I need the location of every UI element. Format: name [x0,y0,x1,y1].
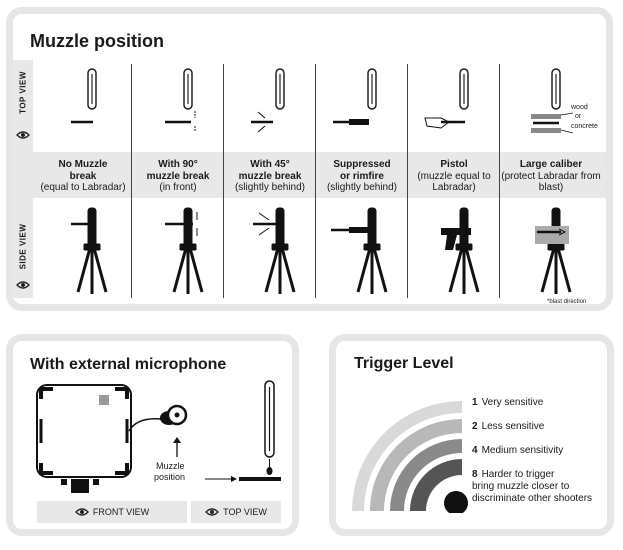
column-divider [131,64,132,298]
or-label: or [575,113,582,120]
wood-label: wood [571,104,588,111]
side-view-drawings [71,207,572,294]
muzzle-position-panel: Muzzle position TOP VIEW SIDE VIEW No Mu… [6,7,613,311]
column-caption-90-break: With 90°muzzle break(in front) [146,159,210,193]
column-caption-45-break: With 45°muzzle break(slightly behind) [234,159,306,193]
column-caption-pistol: Pistol(muzzle equal to Labradar) [417,159,491,193]
tripod-icon [76,207,572,294]
top-view-drawings [71,68,574,134]
caption-band [33,152,606,198]
top-view-tab: TOP VIEW [13,60,33,152]
side-view-tab: SIDE VIEW [13,152,33,298]
blast-note: *blast direction [547,299,587,305]
front-view-button[interactable]: FRONT VIEW [37,501,187,523]
trigger-level-title: Trigger Level [354,355,454,372]
column-divider [223,64,224,298]
column-divider [407,64,408,298]
column-caption-large-caliber: Large caliber(protect Labradar from blas… [501,159,601,193]
eye-icon [16,131,30,139]
front-view-label: FRONT VIEW [92,507,150,517]
column-divider [315,64,316,298]
sensitivity-waves-icon [352,401,468,513]
column-divider [499,64,500,298]
microphone-target-icon [166,404,188,457]
muzzle-label: Muzzle [156,461,185,471]
eye-icon [205,508,220,516]
top-view-button[interactable]: TOP VIEW [191,501,281,523]
external-mic-title: With external microphone [30,356,227,373]
device-top-icon [87,68,561,110]
top-view-label: TOP VIEW [223,507,267,517]
eye-icon [74,508,89,516]
external-mic-panel: With external microphone Muzzle position [6,334,299,536]
eye-icon [16,281,30,289]
muzzle-position-title: Muzzle position [30,31,164,51]
position-label: position [154,472,186,482]
concrete-label: concrete [571,123,598,130]
top-view-device [205,380,281,482]
